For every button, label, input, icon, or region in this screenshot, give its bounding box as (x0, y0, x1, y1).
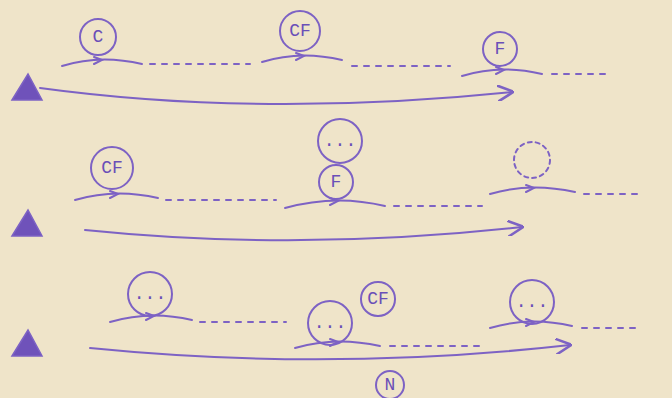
node-label: C (93, 28, 104, 46)
circle-node: F (318, 164, 354, 200)
node-label: F (495, 40, 506, 58)
node-label: CF (101, 159, 123, 177)
circle-node: CF (360, 281, 396, 317)
node-label: CF (289, 22, 311, 40)
circle-node: ... (509, 279, 555, 325)
circle-node: N (375, 370, 405, 398)
node-label: ... (134, 285, 166, 303)
node-label: CF (367, 290, 389, 308)
node-label: ... (324, 132, 356, 150)
circle-node: ... (317, 118, 363, 164)
circle-node: F (482, 31, 518, 67)
triangle-marker (12, 210, 42, 236)
node-label: ... (516, 293, 548, 311)
circle-node: ... (307, 300, 353, 346)
node-label: ... (314, 314, 346, 332)
circle-node: ... (127, 271, 173, 317)
node-label: N (385, 376, 396, 394)
triangle-marker (12, 330, 42, 356)
circle-node: CF (279, 10, 321, 52)
node-label: F (331, 173, 342, 191)
circle-node: C (79, 18, 117, 56)
triangle-marker (12, 74, 42, 100)
circle-node: CF (90, 146, 134, 190)
